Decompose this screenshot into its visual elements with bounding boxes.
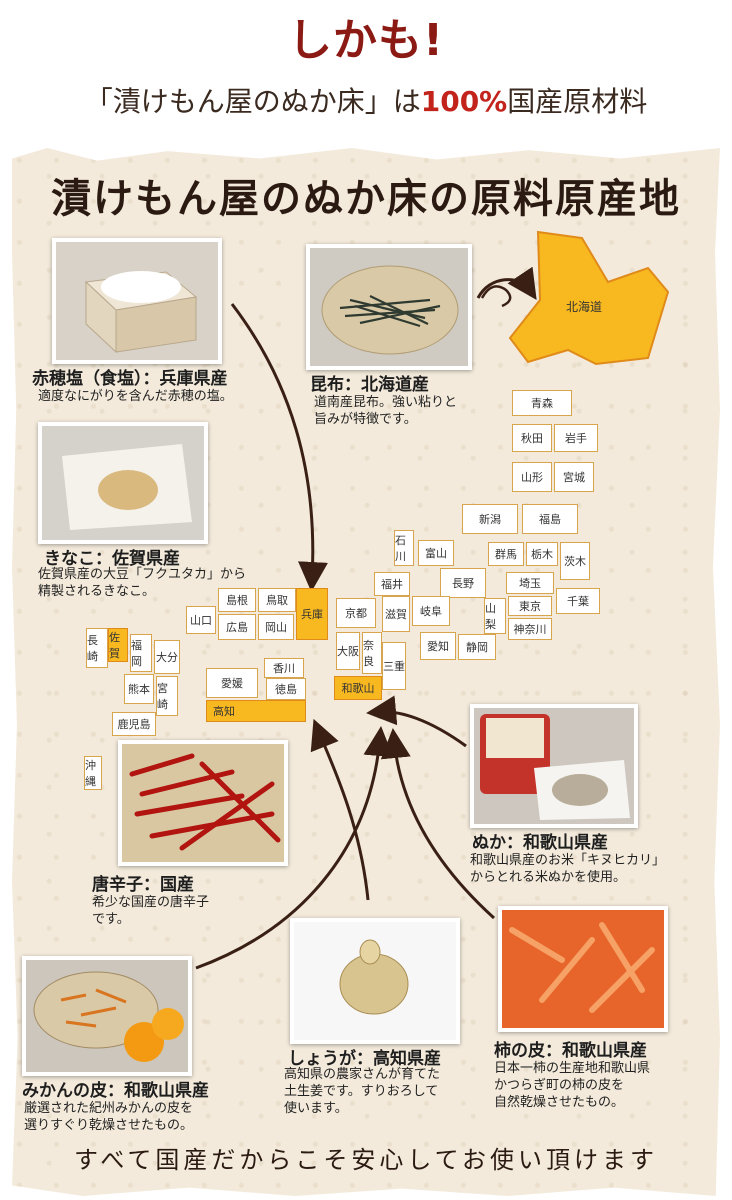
orange-photo [22,956,192,1076]
footer-message: すべて国産だからこそ安心してお使い頂けます [74,1146,658,1174]
nuka-title: ぬか：和歌山県産 [472,833,608,853]
ginger-icon [294,922,456,1040]
subheadline-highlight: 100% [420,85,508,118]
nuka-desc: 和歌山県産のお米「キヌヒカリ」 からとれる米ぬかを使用。 [470,853,666,885]
arrow-salt-hyogo [230,303,328,592]
arrow-chili-kochi [310,718,370,901]
map-title: 漬けもん屋のぬか床の原料原産地 [51,176,681,222]
ginger-title: しょうが：高知県産 [288,1049,441,1069]
salt-title: 赤穂塩（食塩）：兵庫県産 [32,369,228,389]
persimmon-title: 柿の皮：和歌山県産 [494,1041,647,1061]
ginger-desc: 高知県の農家さんが育てた 土生姜です。すりおろして 使います。 [284,1067,441,1116]
subheadline-prefix: 「漬けもん屋のぬか床」は [84,85,421,118]
kombu-basket-icon [310,248,468,366]
orange-title: みかんの皮：和歌山県産 [22,1081,209,1101]
chili-photo [118,740,288,866]
ginger-photo [290,918,460,1044]
salt-desc: 適度なにがりを含んだ赤穂の塩。 [38,389,233,404]
nuka-powder-icon [474,708,634,824]
kombu-photo [306,244,472,370]
chili-title: 唐辛子：国産 [92,875,194,895]
persimmon-peel-icon [502,910,664,1028]
subheadline-suffix: 国産原材料 [507,85,648,118]
kinako-powder-icon [42,426,204,540]
persimmon-photo [498,906,668,1032]
hokkaido-arrow-loop [480,285,512,308]
arrow-persimmon-wakayama [380,728,496,920]
kinako-desc: 佐賀県産の大豆「フクユタカ」から 精製されるきなこ。 [38,567,247,599]
kinako-title: きなこ：佐賀県産 [44,549,180,569]
persimmon-desc: 日本一柿の生産地和歌山県 かつらぎ町の柿の皮を 自然乾燥させたもの。 [494,1061,651,1110]
nuka-photo [470,704,638,828]
kombu-title: 昆布：北海道産 [310,375,429,395]
chili-pepper-icon [122,744,284,862]
orange-desc: 厳選された紀州みかんの皮を 選りすぐり乾燥させたもの。 [24,1101,194,1133]
arrow-nuka-wakayama [366,695,467,748]
kinako-photo [38,422,208,544]
salt-photo [52,238,222,364]
kombu-desc: 道南産昆布。強い粘りと 旨みが特徴です。 [314,395,458,427]
chili-desc: 希少な国産の唐辛子 です。 [92,895,210,927]
orange-peel-icon [26,960,188,1072]
salt-box-icon [56,242,218,360]
headline: しかも! [287,15,445,66]
arrow-orange-wakayama [195,726,394,970]
subheadline: 「漬けもん屋のぬか床」は100%国産原材料 [0,80,732,120]
